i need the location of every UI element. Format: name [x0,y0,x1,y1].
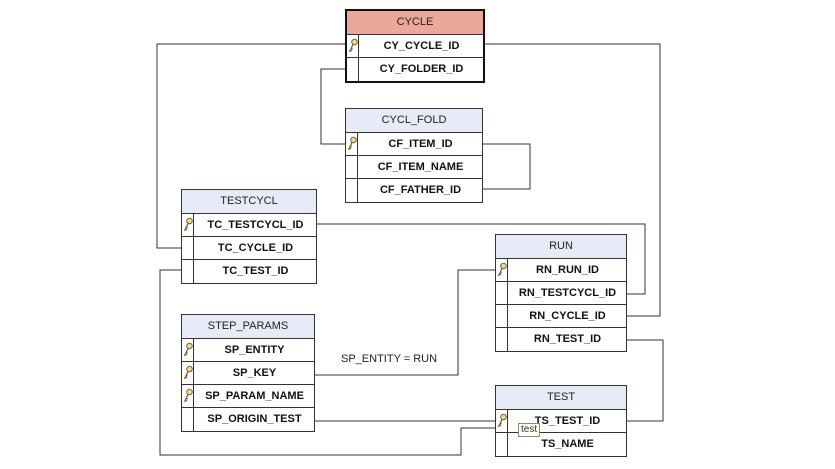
key-icon [348,38,358,53]
field-row[interactable]: SP_ORIGIN_TEST [182,408,314,431]
relation-label: SP_ENTITY = RUN [341,353,438,365]
field-row[interactable]: CY_FOLDER_ID [347,58,483,81]
field-row[interactable]: TC_TESTCYCL_ID [182,214,316,237]
key-icon [183,388,193,403]
table-header[interactable]: TESTCYCL [182,190,316,214]
key-icon [497,262,507,277]
rel-cyclfold-self [483,143,531,190]
table-testcycl[interactable]: TESTCYCL TC_TESTCYCL_ID TC_CYCLE_ID TC_T… [181,189,317,284]
field-row[interactable]: CF_ITEM_ID [346,133,482,156]
rel-cycle-testcycl [156,43,346,249]
key-icon [183,342,193,357]
field-row[interactable]: SP_KEY [182,362,314,385]
table-test[interactable]: TEST TS_TEST_ID TS_NAME [495,385,627,457]
table-header[interactable]: CYCLE [347,11,483,35]
rel-cycle-cyclfold [320,68,346,145]
field-row[interactable]: CF_ITEM_NAME [346,156,482,179]
field-row[interactable]: TC_CYCLE_ID [182,237,316,260]
key-icon [347,136,357,151]
table-header[interactable]: STEP_PARAMS [182,315,314,339]
field-row[interactable]: TS_TEST_ID [496,410,626,433]
field-row[interactable]: RN_TESTCYCL_ID [496,282,626,305]
key-icon [183,217,193,232]
rel-testcycl-test [159,269,496,456]
tooltip: test [518,423,541,437]
field-row[interactable]: CF_FATHER_ID [346,179,482,202]
rel-stepparams-run [315,269,496,376]
rel-run-test [627,339,664,422]
table-header[interactable]: CYCL_FOLD [346,109,482,133]
table-header[interactable]: RUN [496,235,626,259]
rel-cycle-run [484,43,661,317]
table-cycl-fold[interactable]: CYCL_FOLD CF_ITEM_ID CF_ITEM_NAME CF_FAT… [345,108,483,203]
key-icon [183,365,193,380]
field-row[interactable]: CY_CYCLE_ID [347,35,483,58]
rel-testcycl-run [316,223,646,295]
field-row[interactable]: SP_ENTITY [182,339,314,362]
key-icon [497,413,507,428]
table-cycle[interactable]: CYCLE CY_CYCLE_ID CY_FOLDER_ID [345,9,485,83]
field-row[interactable]: RN_CYCLE_ID [496,305,626,328]
table-header[interactable]: TEST [496,386,626,410]
field-row[interactable]: RN_RUN_ID [496,259,626,282]
field-row[interactable]: TS_NAME [496,433,626,456]
field-row[interactable]: RN_TEST_ID [496,328,626,351]
field-row[interactable]: SP_PARAM_NAME [182,385,314,408]
table-run[interactable]: RUN RN_RUN_ID RN_TESTCYCL_ID RN_CYCLE_ID… [495,234,627,352]
table-step-params[interactable]: STEP_PARAMS SP_ENTITY SP_KEY SP_PARAM_NA… [181,314,315,432]
field-row[interactable]: TC_TEST_ID [182,260,316,283]
